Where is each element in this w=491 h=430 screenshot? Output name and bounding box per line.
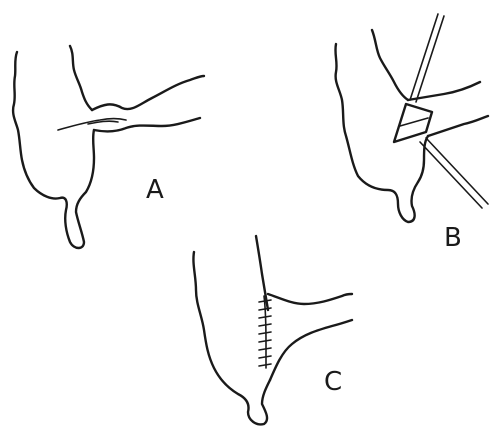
panel-b-bowel-right-wall bbox=[372, 30, 408, 100]
panel-c-label: C bbox=[324, 367, 342, 397]
panel-c-bowel-right-wall bbox=[256, 236, 268, 310]
panel-b-clamp-upper-shaft-a bbox=[410, 14, 438, 100]
panel-c-bowel-left-wall bbox=[193, 252, 270, 424]
panel-c-ileum-upper bbox=[268, 294, 352, 304]
panel-b: B bbox=[335, 14, 488, 253]
panel-b-clamp-blade-edge bbox=[400, 118, 428, 126]
panel-b-clamp-lower-shaft-b bbox=[426, 138, 488, 204]
panel-b-clamp-upper-shaft-b bbox=[416, 16, 444, 102]
panel-a-bowel-left-wall bbox=[13, 52, 94, 248]
panel-b-clamp-lower-shaft-a bbox=[420, 142, 482, 208]
panel-a-ileum-lower bbox=[94, 118, 200, 131]
panel-b-ileum-lower bbox=[428, 116, 488, 136]
panel-b-bowel-left-wall bbox=[335, 44, 418, 222]
panel-a-label: A bbox=[146, 175, 164, 205]
panel-a-bowel-right-wall bbox=[70, 46, 92, 110]
panel-b-bowel-lower-edge bbox=[418, 136, 428, 182]
panel-c: C bbox=[193, 236, 352, 424]
panel-a-incision bbox=[58, 119, 126, 131]
panel-b-label: B bbox=[444, 223, 462, 253]
panel-a-ileum-upper bbox=[92, 76, 204, 110]
panel-a: A bbox=[13, 46, 204, 248]
